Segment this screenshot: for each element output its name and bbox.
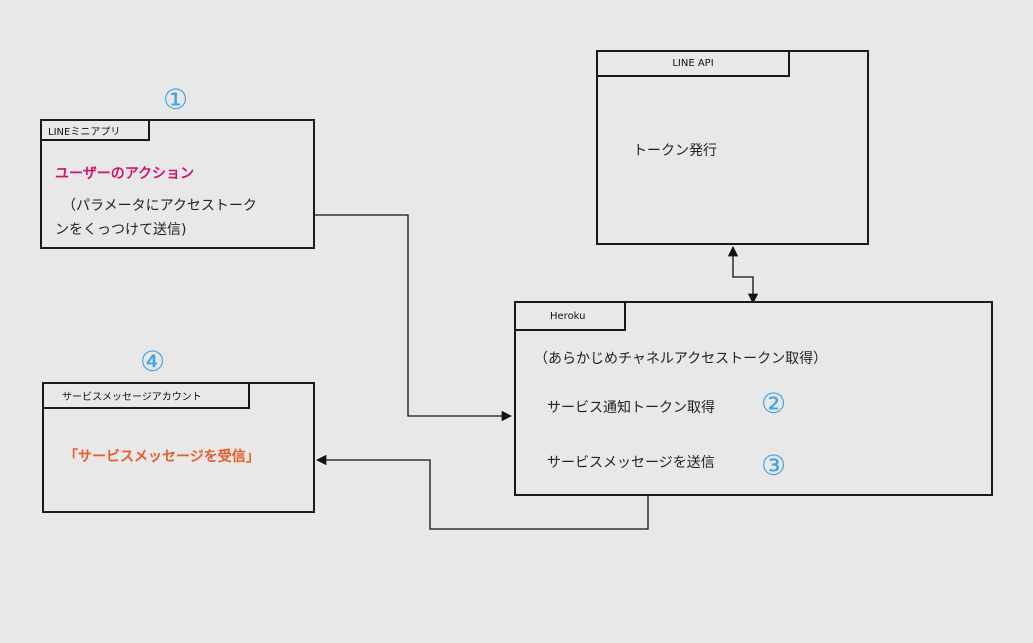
step-number-2: ② xyxy=(761,387,787,420)
heroku-send-message-label: サービスメッセージを送信 xyxy=(547,455,715,471)
heroku-service-token-label: サービス通知トークン取得 xyxy=(547,400,715,416)
line-mini-app-box: LINEミニアプリ ユーザーのアクション （パラメータにアクセストーク ンをくっ… xyxy=(40,119,315,249)
arrow-heroku-to-lineapi xyxy=(727,245,759,305)
line-api-box: LINE API トークン発行 xyxy=(596,50,869,245)
line-mini-app-tab-label: LINEミニアプリ xyxy=(48,126,121,138)
heroku-tab: Heroku xyxy=(514,301,626,331)
service-account-tab: サービスメッセージアカウント xyxy=(42,382,250,409)
arrow-miniapp-to-heroku xyxy=(304,214,513,422)
step-number-4: ④ xyxy=(140,345,166,378)
line-mini-app-tab: LINEミニアプリ xyxy=(40,119,150,141)
service-account-box: サービスメッセージアカウント 「サービスメッセージを受信」 xyxy=(42,382,315,513)
service-account-tab-label: サービスメッセージアカウント xyxy=(62,392,202,403)
line-api-tab: LINE API xyxy=(596,50,790,77)
heroku-channel-token-note: （あらかじめチャネルアクセストークン取得） xyxy=(534,351,828,367)
step-number-1: ① xyxy=(163,83,189,116)
step-number-3: ③ xyxy=(761,449,787,482)
user-action-desc-line2: ンをくっつけて送信) xyxy=(55,222,187,238)
token-issue-label: トークン発行 xyxy=(633,143,717,159)
user-action-title: ユーザーのアクション xyxy=(55,166,195,182)
service-message-received-label: 「サービスメッセージを受信」 xyxy=(64,449,260,465)
user-action-desc-line1: （パラメータにアクセストーク xyxy=(62,198,257,214)
arrow-heroku-to-service-account xyxy=(315,454,649,530)
heroku-box: Heroku （あらかじめチャネルアクセストークン取得） サービス通知トークン取… xyxy=(514,301,993,496)
line-api-tab-label: LINE API xyxy=(672,58,714,69)
heroku-tab-label: Heroku xyxy=(550,310,586,322)
